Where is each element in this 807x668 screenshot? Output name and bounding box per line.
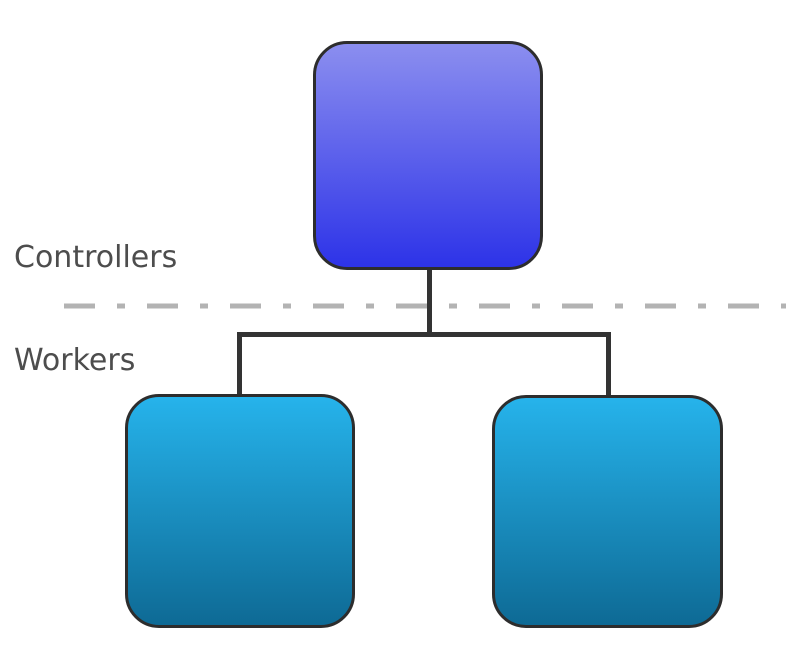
lane-label-controllers: Controllers xyxy=(14,240,178,275)
worker-node-2 xyxy=(492,395,723,628)
connector-bracket xyxy=(237,332,611,398)
controller-node xyxy=(313,41,543,270)
lane-label-workers: Workers xyxy=(14,343,136,378)
worker-node-1 xyxy=(125,394,355,628)
